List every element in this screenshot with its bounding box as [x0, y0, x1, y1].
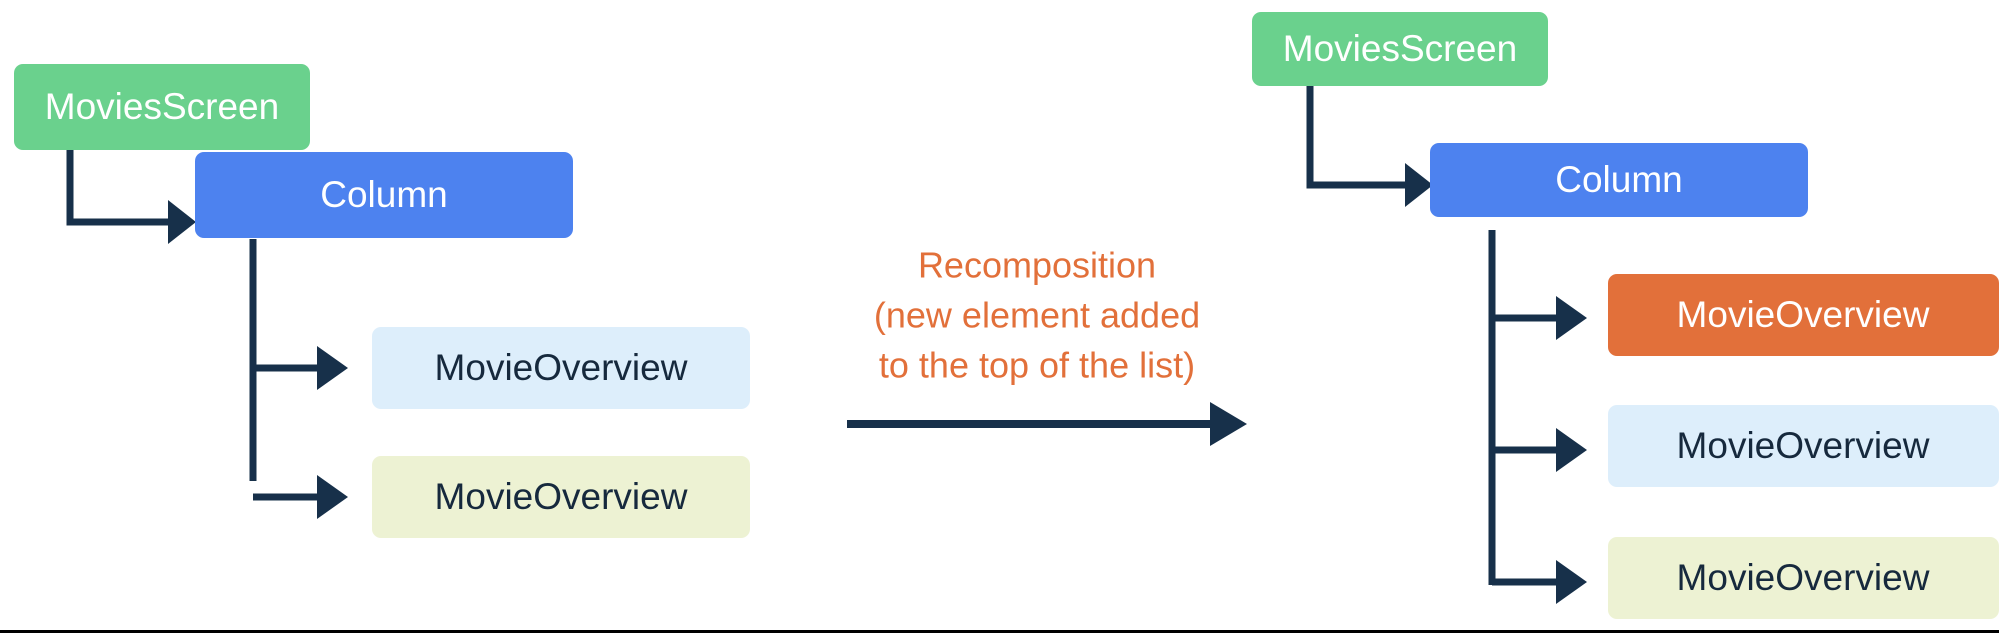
node-box	[1608, 274, 1999, 356]
node-column-after[interactable]: Column	[1430, 143, 1808, 217]
node-movies-screen-before[interactable]: MoviesScreen	[14, 64, 310, 150]
arrowhead-icon	[317, 475, 348, 519]
node-label: MoviesScreen	[1283, 28, 1517, 69]
transition-arrow-icon	[847, 402, 1247, 446]
node-column-before[interactable]: Column	[195, 152, 573, 238]
transition-caption-line-2: (new element added	[874, 295, 1200, 336]
node-box	[372, 327, 750, 409]
arrowhead-icon	[317, 346, 348, 390]
connector-column-to-children-before	[249, 239, 348, 519]
transition-caption-line-3: to the top of the list)	[879, 345, 1195, 386]
node-label: MovieOverview	[1677, 294, 1930, 335]
node-label: MovieOverview	[1677, 425, 1930, 466]
node-label: MoviesScreen	[45, 86, 279, 127]
node-box	[14, 64, 310, 150]
node-label: Column	[1555, 159, 1683, 200]
before-tree: MoviesScreen Column MovieOverview MovieO…	[14, 64, 750, 538]
node-box	[195, 152, 573, 238]
node-box	[1608, 405, 1999, 487]
transition-caption-line-1: Recomposition	[918, 245, 1156, 286]
connector-moviesscreen-to-column-before	[66, 150, 196, 244]
arrowhead-icon	[168, 200, 196, 244]
arrowhead-icon	[1556, 560, 1587, 604]
node-label: Column	[320, 174, 448, 215]
transition-group: Recomposition (new element added to the …	[847, 245, 1247, 446]
after-tree: MoviesScreen Column MovieOverview MovieO…	[1252, 12, 1999, 619]
arrowhead-icon	[1210, 402, 1247, 446]
arrowhead-icon	[1405, 163, 1433, 207]
node-movie-overview-2-after[interactable]: MovieOverview	[1608, 537, 1999, 619]
node-box	[1252, 12, 1548, 86]
connector-column-to-children-after	[1488, 230, 1587, 604]
node-movies-screen-after[interactable]: MoviesScreen	[1252, 12, 1548, 86]
connector-moviesscreen-to-column-after	[1306, 86, 1433, 207]
node-movie-overview-2-before[interactable]: MovieOverview	[372, 456, 750, 538]
node-movie-overview-new-after[interactable]: MovieOverview	[1608, 274, 1999, 356]
node-box	[372, 456, 750, 538]
bottom-divider	[0, 630, 1999, 633]
node-movie-overview-1-after[interactable]: MovieOverview	[1608, 405, 1999, 487]
arrowhead-icon	[1556, 296, 1587, 340]
node-box	[1608, 537, 1999, 619]
node-label: MovieOverview	[435, 347, 688, 388]
node-box	[1430, 143, 1808, 217]
node-label: MovieOverview	[435, 476, 688, 517]
node-label: MovieOverview	[1677, 557, 1930, 598]
arrowhead-icon	[1556, 428, 1587, 472]
node-movie-overview-1-before[interactable]: MovieOverview	[372, 327, 750, 409]
